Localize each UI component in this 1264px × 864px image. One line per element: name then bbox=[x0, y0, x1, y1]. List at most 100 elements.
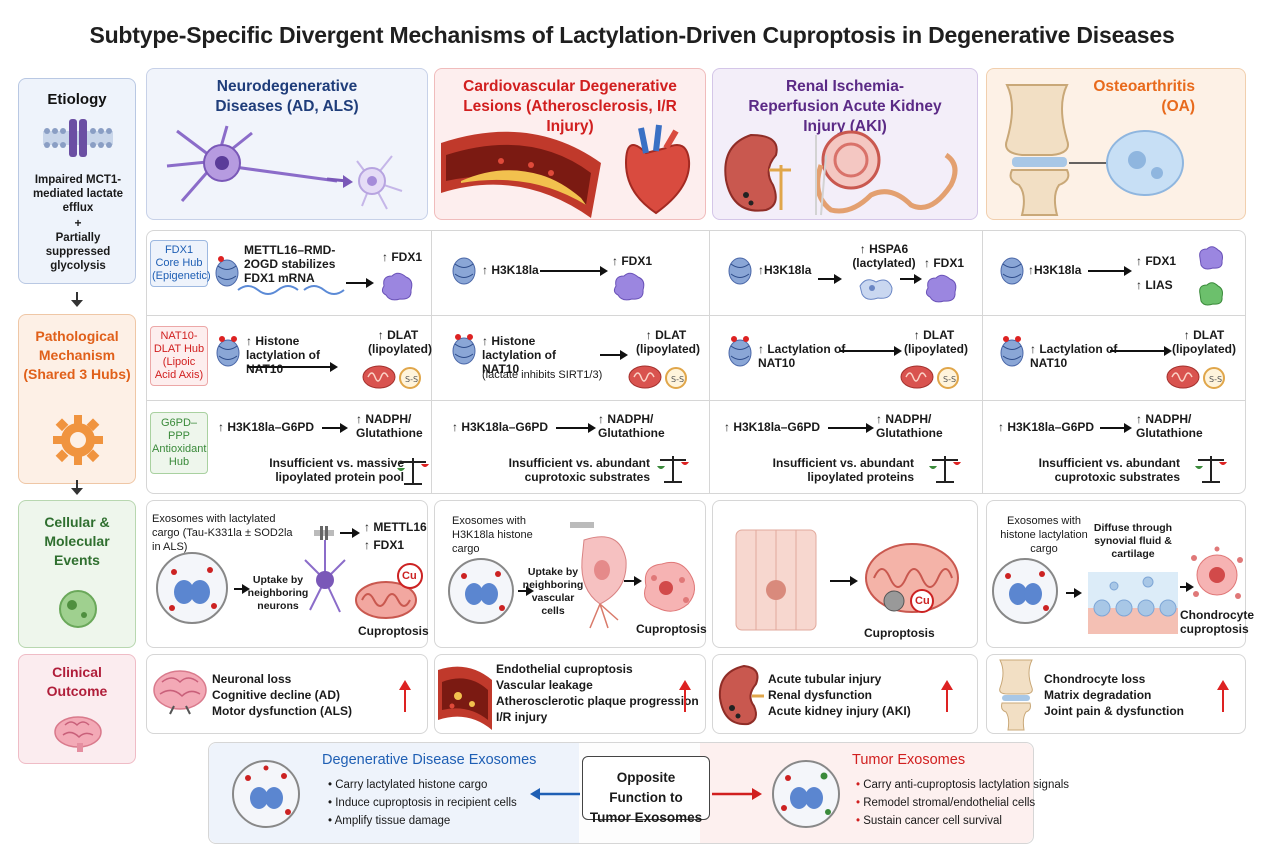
clinical-c3-item: Acute kidney injury (AKI) bbox=[768, 704, 911, 718]
arrow bbox=[600, 350, 628, 360]
lipoyl-group-icon: S-S bbox=[1203, 367, 1225, 389]
clinical-c1-item: Neuronal loss bbox=[212, 672, 292, 686]
dlat-c3-left: ↑ Lactylation of NAT10 bbox=[758, 342, 846, 370]
exosome-icon bbox=[232, 760, 300, 828]
dlat-c1-right: ↑ DLAT (lipoylated) bbox=[368, 328, 433, 356]
bottom-left-item-text: Amplify tissue damage bbox=[334, 815, 451, 827]
cell-c2-top: Exosomes with H3K18la histone cargo bbox=[452, 515, 533, 555]
hubs-panel bbox=[146, 230, 1246, 494]
knee-joint-icon bbox=[999, 659, 1033, 731]
pathological-panel: Pathological Mechanism (Shared 3 Hubs) bbox=[18, 314, 136, 484]
arrow bbox=[248, 362, 338, 372]
fdx1-c4-left: ↑H3K18la bbox=[1028, 263, 1082, 277]
lipoyl-group-icon: S-S bbox=[937, 367, 959, 389]
receptor-icon bbox=[314, 526, 334, 540]
balance-scale-icon bbox=[1195, 456, 1227, 483]
increase-arrow-icon bbox=[941, 680, 953, 712]
clinical-c3-item: Acute tubular injury bbox=[768, 672, 882, 686]
hub-label-g6pd: G6PD–PPP Antioxidant Hub bbox=[150, 412, 208, 474]
fdx1-c1-left: METTL16–RMD-2OGD stabilizes FDX1 mRNA bbox=[244, 243, 336, 285]
fdx1-c2-left: ↑ H3K18la bbox=[482, 263, 539, 277]
header-oa-title: Osteoarthritis (OA) bbox=[1093, 78, 1195, 115]
arrow bbox=[234, 584, 250, 594]
clinical-c4-item: Joint pain & dysfunction bbox=[1044, 704, 1184, 718]
histone-icon bbox=[1000, 336, 1024, 367]
arrow bbox=[340, 528, 360, 538]
dlat-c1-left: ↑ Histone lactylation of NAT10 bbox=[246, 334, 321, 376]
arrow bbox=[1088, 266, 1132, 276]
exosome-icon bbox=[992, 558, 1058, 624]
g6pd-c1-left: ↑ H3K18la–G6PD bbox=[218, 420, 315, 434]
g6pd-c1-note: Insufficient vs. massive lipoylated prot… bbox=[269, 456, 404, 484]
center-box bbox=[582, 756, 710, 820]
down-arrow-icon bbox=[71, 480, 83, 495]
histone-icon bbox=[452, 257, 476, 285]
knee-joint-icon bbox=[1005, 84, 1184, 216]
g6pd-c3-note: Insufficient vs. abundant lipoylated pro… bbox=[772, 456, 914, 484]
svg-text:S-S: S-S bbox=[1209, 375, 1222, 384]
arrow bbox=[1180, 582, 1194, 592]
bottom-right-item-text: Carry anti-cuproptosis lactylation signa… bbox=[863, 779, 1070, 791]
hub-divider bbox=[146, 400, 1246, 401]
dlat-c2-note: (lactate inhibits SIRT1/3) bbox=[482, 369, 603, 381]
bottom-right-title: Tumor Exosomes bbox=[852, 752, 966, 768]
cell-c4-label: Chondrocyte cuproptosis bbox=[1180, 608, 1255, 636]
brain-icon bbox=[54, 716, 102, 752]
hub-divider bbox=[146, 315, 1246, 316]
cell-c1-markers: ↑ METTL16 bbox=[364, 520, 427, 534]
hspa6-protein-icon bbox=[859, 279, 893, 300]
fdx1-protein-icon bbox=[613, 272, 645, 301]
etiology-plus: + bbox=[74, 216, 82, 230]
header-neuro-title: Neurodegenerative Diseases (AD, ALS) bbox=[215, 78, 359, 115]
g6pd-c3-left: ↑ H3K18la–G6PD bbox=[724, 420, 821, 434]
clinical-c2-item: Endothelial cuproptosis bbox=[496, 662, 633, 676]
arrow bbox=[830, 576, 858, 586]
dlat-c4-left: ↑ Lactylation of NAT10 bbox=[1030, 342, 1118, 370]
exosome-icon bbox=[448, 558, 514, 624]
svg-text:S-S: S-S bbox=[405, 375, 418, 384]
lias-protein-icon bbox=[1199, 282, 1223, 306]
fdx1-c3-left: ↑H3K18la bbox=[758, 263, 812, 277]
column-divider bbox=[982, 230, 983, 494]
clinical-title: Clinical Outcome bbox=[46, 664, 108, 699]
cell-c1-markers2: ↑ FDX1 bbox=[364, 538, 405, 552]
cell-c4-top: Exosomes with histone lactylation cargo bbox=[1000, 515, 1088, 555]
header-oa: Osteoarthritis (OA) bbox=[986, 68, 1246, 220]
tubular-cells-icon bbox=[735, 529, 817, 631]
arrow bbox=[1066, 588, 1082, 598]
column-divider bbox=[431, 230, 432, 494]
column-divider bbox=[709, 230, 710, 494]
g6pd-c4-left: ↑ H3K18la–G6PD bbox=[998, 420, 1095, 434]
kidney-nephron-icon bbox=[724, 130, 958, 216]
cell-c3-cu: Cu bbox=[915, 595, 930, 607]
dlat-c2-left: ↑ Histone lactylation of NAT10 bbox=[482, 334, 557, 376]
svg-text:S-S: S-S bbox=[671, 375, 684, 384]
fdx1-c1-right: ↑ FDX1 bbox=[382, 250, 423, 264]
header-renal: Renal Ischemia-Reperfusion Acute Kidney … bbox=[712, 68, 978, 220]
vascular-cell-icon bbox=[570, 522, 627, 629]
histone-icon bbox=[216, 336, 240, 367]
etiology-panel: Etiology Impaired MCT1-mediated lactate … bbox=[18, 78, 136, 284]
mitochondrion-icon bbox=[362, 365, 396, 389]
fdx1-c4-right1: ↑ FDX1 bbox=[1136, 254, 1177, 268]
arrow bbox=[840, 346, 902, 356]
cellular-panel: Cellular & Molecular Events bbox=[18, 500, 136, 648]
mitochondrion-icon bbox=[628, 365, 662, 389]
clinical-c3-item: Renal dysfunction bbox=[768, 688, 873, 702]
cuproptotic-cell-icon bbox=[644, 561, 695, 612]
increase-arrow-icon bbox=[679, 680, 691, 712]
arrow bbox=[322, 423, 348, 433]
cartilage-icon bbox=[1088, 572, 1178, 634]
brain-icon bbox=[153, 670, 207, 715]
exosome-icon bbox=[156, 552, 228, 624]
increase-arrow-icon bbox=[399, 680, 411, 712]
fdx1-c3-right: ↑ FDX1 bbox=[924, 256, 965, 270]
clinical-c3 bbox=[712, 654, 978, 734]
g6pd-c2-right: ↑ NADPH/ Glutathione bbox=[598, 412, 665, 440]
mitochondrion-icon bbox=[355, 581, 417, 619]
lipoyl-group-icon: S-S bbox=[665, 367, 687, 389]
g6pd-c3-right: ↑ NADPH/ Glutathione bbox=[876, 412, 943, 440]
cell-c3-label: Cuproptosis bbox=[864, 626, 935, 640]
hub-label-dlat: NAT10-DLAT Hub (Lipoic Acid Axis) bbox=[150, 326, 208, 386]
arrow bbox=[540, 266, 608, 276]
